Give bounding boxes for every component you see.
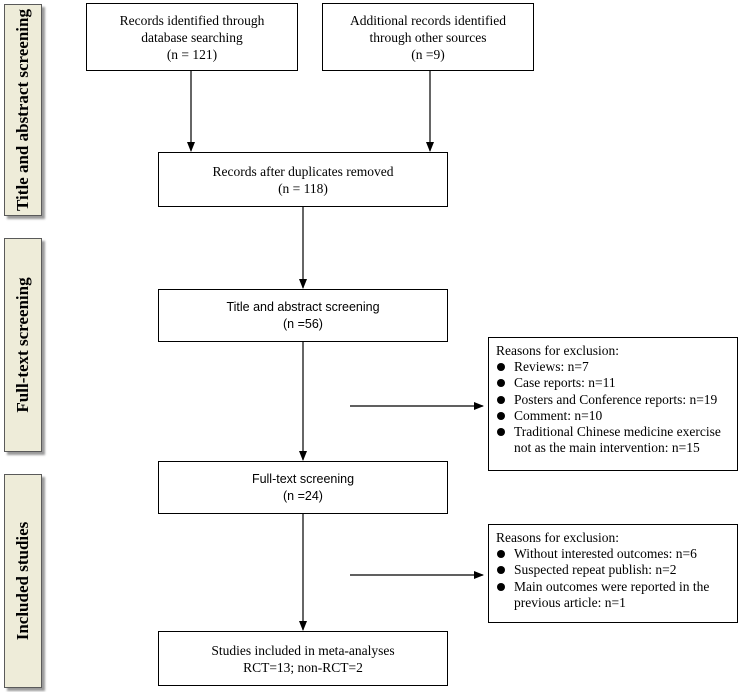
exclusion-item: Main outcomes were reported in the previ…	[496, 579, 731, 611]
exclusion-item: Comment: n=10	[496, 408, 731, 424]
exclusion-box-1: Reasons for exclusion: Reviews: n=7 Case…	[488, 337, 738, 471]
exclusion-item: Suspected repeat publish: n=2	[496, 562, 731, 578]
exclusion-item: Without interested outcomes: n=6	[496, 546, 731, 562]
stage-label-title-abstract: Title and abstract screening	[4, 4, 42, 216]
box-full-text-screening: Full-text screening (n =24)	[158, 461, 448, 514]
exclusion-item: Posters and Conference reports: n=19	[496, 392, 731, 408]
box-title-abstract-screening: Title and abstract screening (n =56)	[158, 289, 448, 342]
exclusion-item: Case reports: n=11	[496, 375, 731, 391]
exclusion-heading: Reasons for exclusion:	[496, 530, 619, 545]
stage-label-included: Included studies	[4, 474, 42, 688]
stage-label-full-text: Full-text screening	[4, 238, 42, 452]
exclusion-box-2: Reasons for exclusion: Without intereste…	[488, 524, 738, 623]
exclusion-heading: Reasons for exclusion:	[496, 343, 619, 358]
box-studies-included: Studies included in meta-analyses RCT=13…	[158, 631, 448, 686]
box-database-records: Records identified through database sear…	[86, 3, 298, 71]
exclusion-item: Traditional Chinese medicine exercise no…	[496, 424, 731, 456]
box-other-sources: Additional records identified through ot…	[322, 3, 534, 71]
box-after-duplicates: Records after duplicates removed (n = 11…	[158, 152, 448, 207]
exclusion-item: Reviews: n=7	[496, 359, 731, 375]
